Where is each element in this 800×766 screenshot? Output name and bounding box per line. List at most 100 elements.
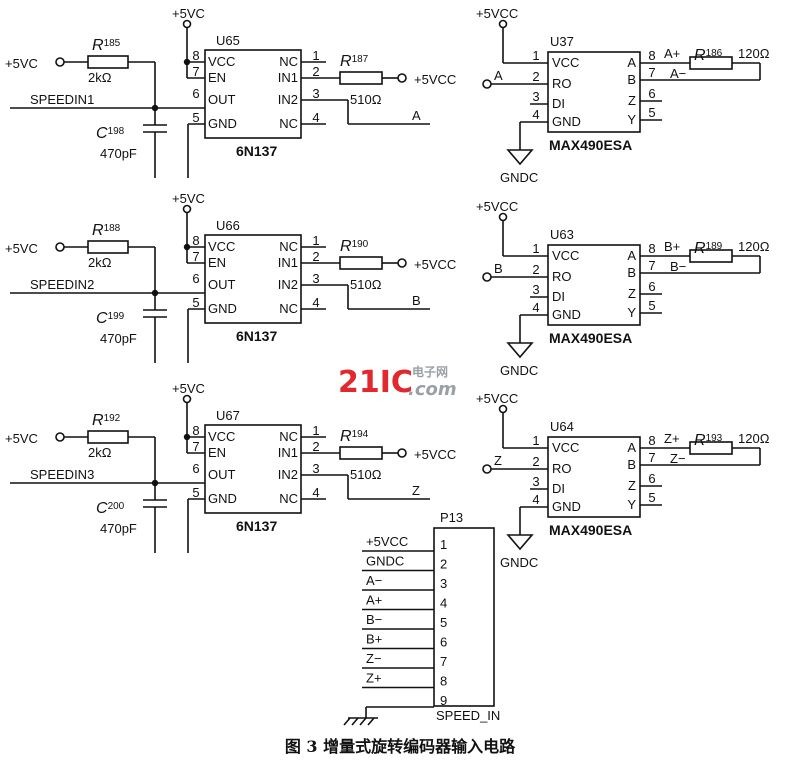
ic-part-number: MAX490ESA bbox=[549, 137, 632, 153]
pin-number: 4 bbox=[440, 596, 447, 611]
pin-name: OUT bbox=[208, 277, 236, 292]
pin-number: 5 bbox=[192, 485, 199, 500]
pin-name: Z bbox=[628, 93, 636, 108]
pin-name: GND bbox=[552, 499, 581, 514]
resistor-body bbox=[339, 71, 383, 85]
pin-number: 3 bbox=[312, 86, 319, 101]
ref-number: 189 bbox=[706, 241, 723, 252]
ic-ref: U63 bbox=[550, 227, 574, 242]
net-label: A− bbox=[670, 66, 686, 81]
signal-label: SPEEDIN3 bbox=[30, 467, 94, 482]
ic-part-number: MAX490ESA bbox=[549, 330, 632, 346]
pin-name: GND bbox=[552, 114, 581, 129]
pin-name: VCC bbox=[552, 440, 579, 455]
ref-letter: C bbox=[96, 310, 108, 327]
supply-terminal-icon bbox=[498, 19, 508, 29]
figure-caption: 图 3 增量式旋转编码器输入电路 bbox=[285, 737, 516, 756]
resistor-value: 120Ω bbox=[738, 46, 770, 61]
pin-number: 7 bbox=[648, 450, 655, 465]
ic-ref: U37 bbox=[550, 34, 574, 49]
ref-letter: C bbox=[96, 125, 108, 142]
pin-number: 4 bbox=[532, 300, 539, 315]
terminal-icon bbox=[482, 272, 492, 282]
terminal-icon bbox=[397, 448, 407, 458]
pin-name: IN1 bbox=[278, 255, 298, 270]
pin-name: VCC bbox=[552, 248, 579, 263]
ic-body bbox=[547, 51, 641, 133]
pin-name: B bbox=[627, 457, 636, 472]
ic-ref: U65 bbox=[216, 33, 240, 48]
pin-name: VCC bbox=[208, 429, 235, 444]
ground-label: GNDC bbox=[500, 363, 538, 378]
ref-number: 185 bbox=[104, 38, 121, 49]
resistor-value: 120Ω bbox=[738, 431, 770, 446]
pin-name: GND bbox=[208, 491, 237, 506]
pin-name: IN2 bbox=[278, 467, 298, 482]
terminal-icon bbox=[55, 432, 65, 442]
resistor-value: 120Ω bbox=[738, 239, 770, 254]
watermark-sub: .com bbox=[408, 379, 457, 400]
resistor-value: 2kΩ bbox=[88, 445, 112, 460]
pin-name: RO bbox=[552, 76, 572, 91]
pin-number: 3 bbox=[532, 474, 539, 489]
pin-number: 4 bbox=[312, 110, 319, 125]
resistor-body bbox=[339, 446, 383, 460]
pin-name: EN bbox=[208, 445, 226, 460]
connector-p13: P13SPEED_IN1+5VCC2GNDC3A−4A+5B−6B+7Z−8Z+… bbox=[343, 510, 500, 726]
net-label: A bbox=[494, 68, 503, 83]
pin-name: Y bbox=[627, 305, 636, 320]
ground-label: GNDC bbox=[500, 555, 538, 570]
supply-terminal-icon bbox=[182, 394, 192, 404]
pin-number: 6 bbox=[648, 279, 655, 294]
supply-terminal-icon bbox=[498, 212, 508, 222]
pin-number: 7 bbox=[192, 439, 199, 454]
supply-label: +5VCC bbox=[414, 257, 456, 272]
pin-number: 8 bbox=[192, 423, 199, 438]
pin-number: 4 bbox=[312, 485, 319, 500]
ref-number: 193 bbox=[706, 433, 723, 444]
pin-name: B bbox=[627, 72, 636, 87]
ic-part-number: 6N137 bbox=[236, 328, 277, 344]
terminal-icon bbox=[55, 57, 65, 67]
optocoupler-block-u65: +5VCR1852kΩSPEEDIN1C198470pF+5VCU656N137… bbox=[5, 6, 456, 178]
pin-number: 2 bbox=[312, 439, 319, 454]
pin-name: B bbox=[627, 265, 636, 280]
pin-number: 1 bbox=[312, 233, 319, 248]
ic-ref: U66 bbox=[216, 218, 240, 233]
pin-number: 2 bbox=[312, 249, 319, 264]
pin-name: DI bbox=[552, 289, 565, 304]
pin-name: Y bbox=[627, 112, 636, 127]
pin-number: 3 bbox=[440, 576, 447, 591]
pin-name: VCC bbox=[208, 54, 235, 69]
supply-terminal-icon bbox=[498, 404, 508, 414]
ground-label: GNDC bbox=[500, 170, 538, 185]
ref-number: 199 bbox=[108, 311, 125, 322]
pin-number: 2 bbox=[532, 454, 539, 469]
net-label: Z bbox=[494, 453, 502, 468]
optocoupler-block-u67: +5VCR1922kΩSPEEDIN3C200470pF+5VCU676N137… bbox=[5, 381, 456, 553]
ref-letter: R bbox=[340, 238, 352, 255]
pin-name: IN2 bbox=[278, 92, 298, 107]
connector-ref: P13 bbox=[440, 510, 463, 525]
net-label: A+ bbox=[664, 46, 680, 61]
ref-number: 200 bbox=[108, 501, 125, 512]
pin-number: 2 bbox=[532, 69, 539, 84]
pin-name: A bbox=[627, 248, 636, 263]
ref-number: 188 bbox=[104, 223, 121, 234]
pin-number: 8 bbox=[192, 233, 199, 248]
net-label: A+ bbox=[366, 593, 382, 608]
pin-number: 7 bbox=[648, 258, 655, 273]
ic-part-number: 6N137 bbox=[236, 143, 277, 159]
component-ref: R189 bbox=[694, 240, 723, 257]
net-label: B bbox=[412, 293, 421, 308]
pin-number: 8 bbox=[648, 48, 655, 63]
pin-number: 1 bbox=[532, 433, 539, 448]
supply-label: +5VCC bbox=[476, 199, 518, 214]
pin-number: 3 bbox=[532, 282, 539, 297]
pin-name: OUT bbox=[208, 467, 236, 482]
wire bbox=[351, 717, 359, 726]
supply-label: +5VC bbox=[5, 56, 38, 71]
